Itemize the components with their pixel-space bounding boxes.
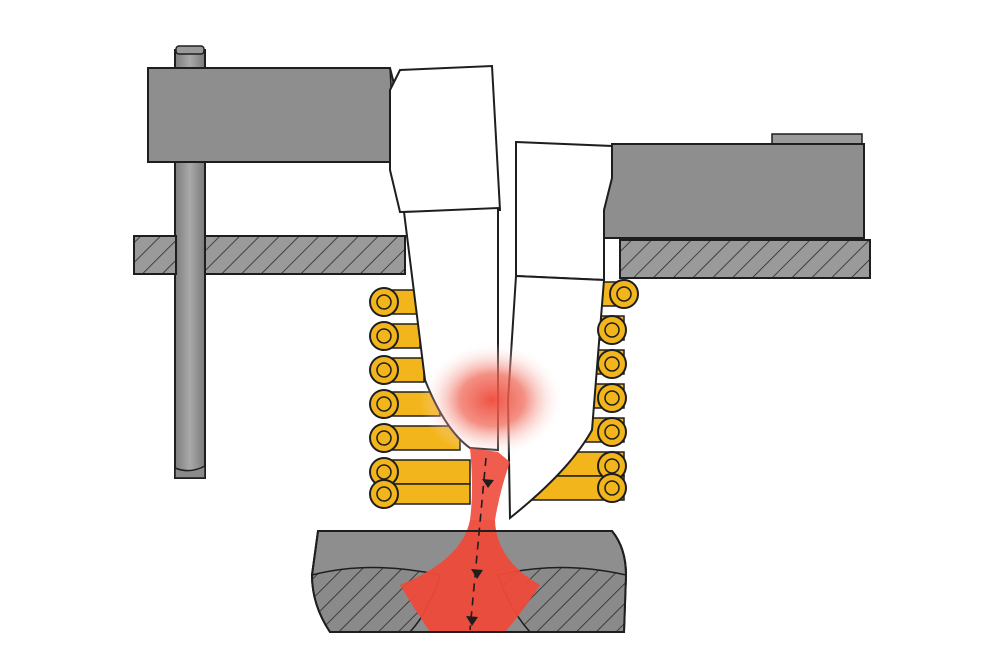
- arrow-head-1: [482, 479, 494, 488]
- molten-pool: [400, 520, 540, 632]
- coil-right-circles: [597, 279, 639, 503]
- right-support-plate: [619, 239, 871, 279]
- arrow-head-2: [471, 569, 483, 579]
- coil-front-circles: [369, 279, 639, 509]
- left-support-plate: [133, 235, 406, 275]
- arrow-head-3: [466, 616, 478, 626]
- workpiece: [310, 520, 628, 633]
- left-clamp-block: [147, 67, 407, 163]
- right-clamp-block: [603, 133, 865, 239]
- flow-arrows: [466, 457, 494, 631]
- coil-left-circles: [369, 287, 399, 509]
- heat-glow: [420, 342, 564, 458]
